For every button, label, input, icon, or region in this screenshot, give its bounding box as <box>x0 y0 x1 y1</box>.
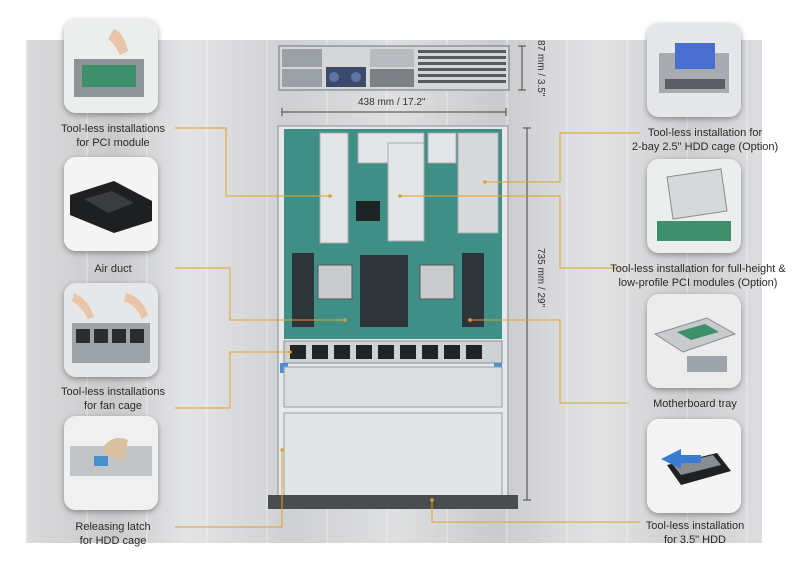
pci-riser-left <box>319 132 349 244</box>
width-dimension-label: 438 mm / 17.2" <box>358 97 426 108</box>
caption-hdd-35: Tool-less installation for 3.5" HDD <box>645 520 745 546</box>
caption-pci-full-low: Tool-less installation for full-height &… <box>610 263 786 289</box>
caption-hdd-latch: Releasing latch for HDD cage <box>75 521 151 547</box>
hdd-latch-photo <box>64 416 158 510</box>
hdd-35-photo <box>647 419 741 513</box>
caption-fan-cage: Tool-less installations for fan cage <box>61 386 165 412</box>
pci-module-photo <box>64 19 158 113</box>
hdd-bay-25 <box>457 132 499 234</box>
caption-motherboard-tray: Motherboard tray <box>653 398 737 410</box>
hdd-cage <box>283 412 503 499</box>
caption-air-duct: Air duct <box>94 263 132 275</box>
server-rear-view <box>278 45 510 91</box>
server-top-view <box>268 125 518 509</box>
depth-dimension-label: 735 mm / 29" <box>535 248 546 308</box>
caption-pci-module: Tool-less installations for PCI module <box>61 123 165 149</box>
pci-riser-right <box>387 142 425 242</box>
fan-cage-photo <box>64 283 158 377</box>
caption-hdd-cage-25: Tool-less installation for 2-bay 2.5" HD… <box>631 127 779 153</box>
motherboard-tray-photo <box>647 294 741 388</box>
pci-full-low-photo <box>647 159 741 253</box>
air-duct-photo <box>64 157 158 251</box>
height-dimension-label: 87 mm / 3.5" <box>535 40 546 97</box>
hdd-cage-25-photo <box>647 23 741 117</box>
